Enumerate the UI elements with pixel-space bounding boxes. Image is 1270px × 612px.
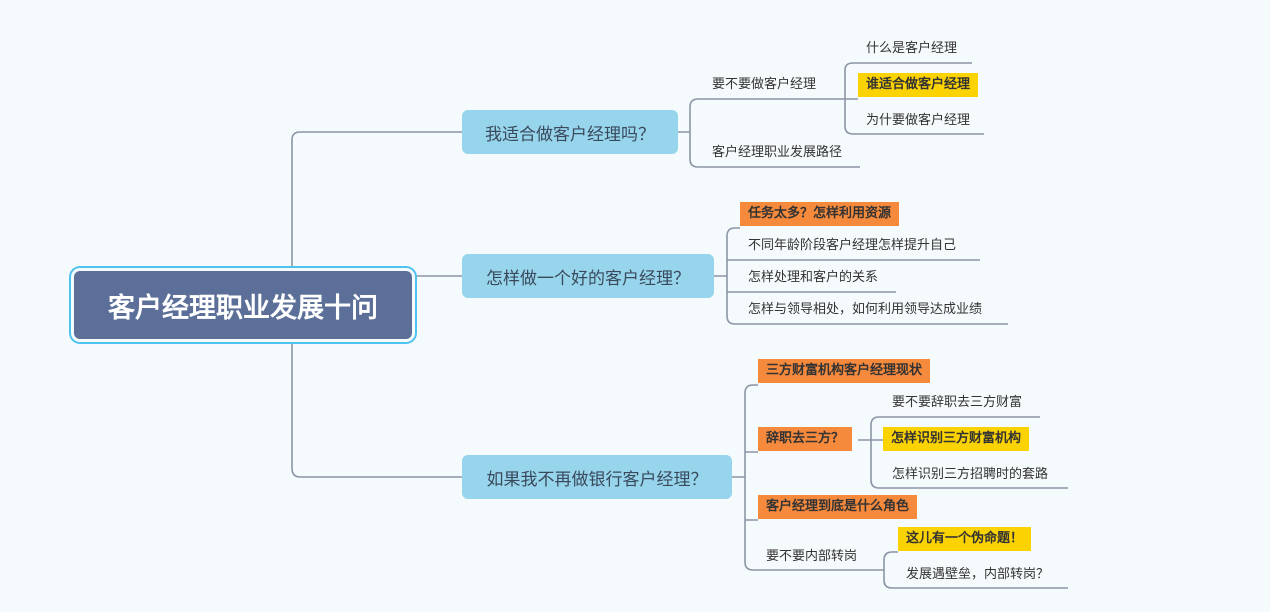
subtopic[interactable]: 怎样识别三方招聘时的套路 bbox=[892, 467, 1049, 482]
subtopic[interactable]: 发展遇壁垒，内部转岗？ bbox=[906, 567, 1050, 582]
link-b1-children bbox=[678, 98, 860, 168]
subtopic[interactable]: 怎样与领导相处，如何利用领导达成业绩 bbox=[748, 302, 983, 317]
link-b3-sub-1 bbox=[858, 416, 1068, 489]
subtopic[interactable]: 为什要做客户经理 bbox=[866, 113, 971, 128]
link-root-branch-3 bbox=[291, 339, 462, 478]
link-root-branch-1 bbox=[291, 131, 462, 271]
subtopic[interactable]: 要不要内部转岗 bbox=[766, 549, 858, 564]
subtopic[interactable]: 客户经理职业发展路径 bbox=[712, 145, 843, 160]
subtopic-highlighted[interactable]: 谁适合做客户经理 bbox=[858, 73, 979, 97]
subtopic-highlighted[interactable]: 客户经理到底是什么角色 bbox=[758, 495, 918, 519]
branch-topic-3[interactable]: 如果我不再做银行客户经理？ bbox=[462, 455, 732, 499]
link-b3-sub-2 bbox=[872, 551, 1068, 589]
subtopic[interactable]: 什么是客户经理 bbox=[866, 41, 958, 56]
subtopic[interactable]: 怎样处理和客户的关系 bbox=[748, 270, 879, 285]
link-b1-sub bbox=[832, 62, 984, 135]
branch-topic-2[interactable]: 怎样做一个好的客户经理？ bbox=[462, 254, 714, 298]
subtopic-highlighted[interactable]: 辞职去三方？ bbox=[758, 427, 853, 451]
subtopic-highlighted[interactable]: 这儿有一个伪命题！ bbox=[898, 527, 1032, 551]
branch-topic-label: 我适合做客户经理吗？ bbox=[485, 124, 655, 145]
subtopic[interactable]: 要不要做客户经理 bbox=[712, 77, 817, 92]
branch-topic-1[interactable]: 我适合做客户经理吗？ bbox=[462, 110, 678, 154]
subtopic[interactable]: 不同年龄阶段客户经理怎样提升自己 bbox=[748, 238, 957, 253]
root-topic[interactable]: 客户经理职业发展十问 bbox=[74, 271, 412, 339]
branch-topic-label: 怎样做一个好的客户经理？ bbox=[486, 268, 690, 289]
subtopic-highlighted[interactable]: 三方财富机构客户经理现状 bbox=[758, 359, 931, 383]
branch-topic-label: 如果我不再做银行客户经理？ bbox=[486, 469, 708, 490]
link-b2-children bbox=[714, 227, 1008, 325]
subtopic-highlighted[interactable]: 任务太多？怎样利用资源 bbox=[740, 202, 900, 226]
root-topic-label: 客户经理职业发展十问 bbox=[108, 292, 378, 324]
subtopic-highlighted[interactable]: 怎样识别三方财富机构 bbox=[883, 427, 1030, 451]
subtopic[interactable]: 要不要辞职去三方财富 bbox=[892, 395, 1023, 410]
link-b3-children bbox=[732, 384, 872, 571]
